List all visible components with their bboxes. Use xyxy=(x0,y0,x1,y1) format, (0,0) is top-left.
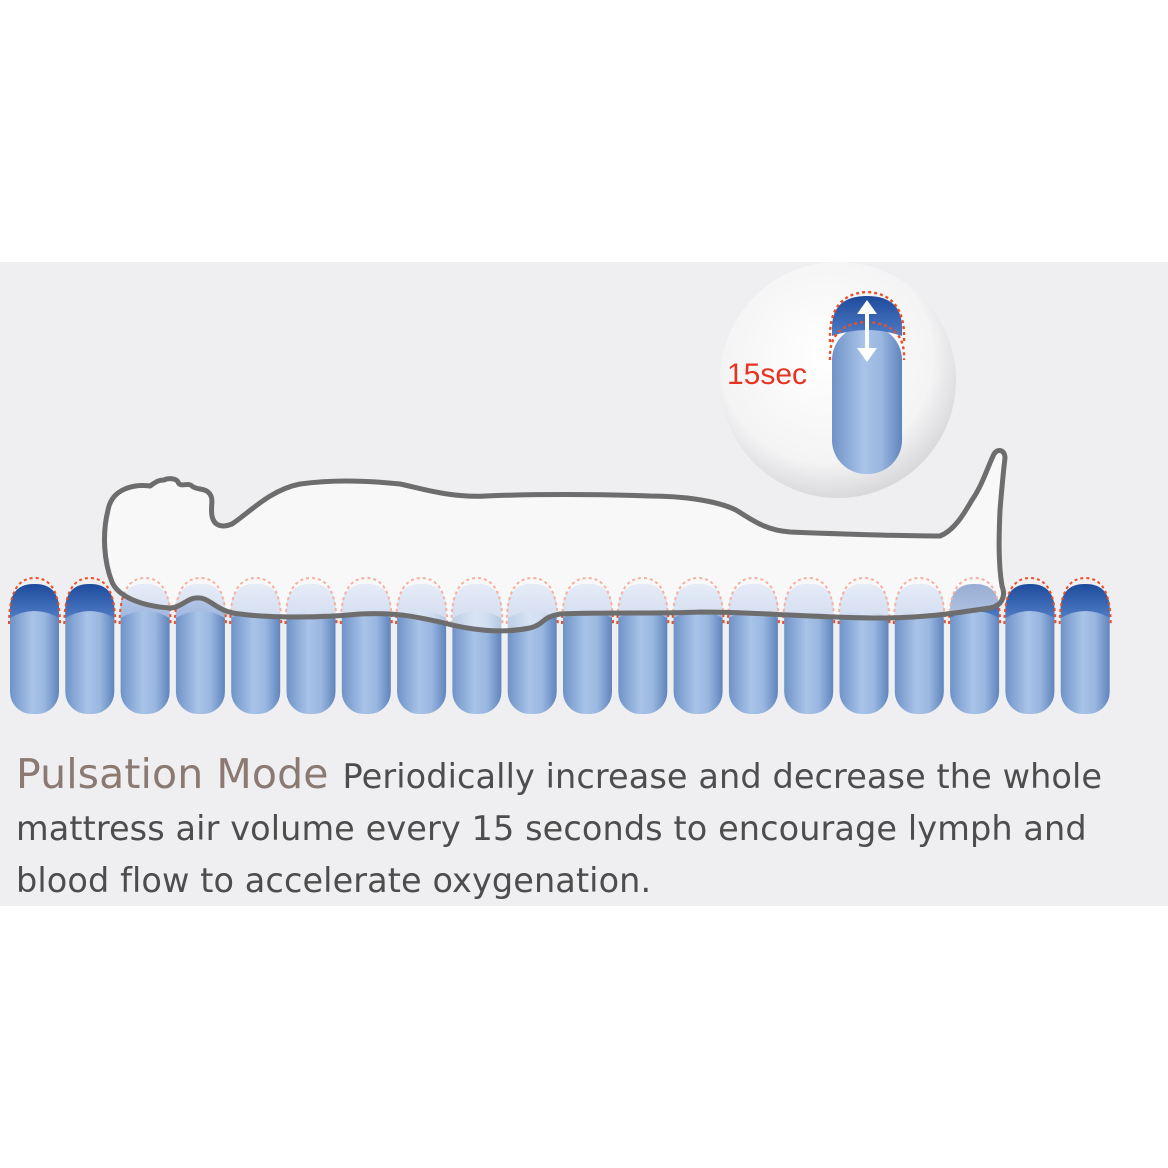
air-cell xyxy=(8,576,61,714)
human-body-outline xyxy=(102,448,1008,634)
air-cell xyxy=(1003,576,1057,714)
air-cell xyxy=(1058,576,1112,714)
timer-label: 15sec xyxy=(727,358,807,391)
description-line-1: Periodically increase and decrease the w… xyxy=(342,757,1103,796)
air-cell xyxy=(63,576,117,714)
description-line-2: mattress air volume every 15 seconds to … xyxy=(16,809,1087,848)
pulsation-diagram: 15sec xyxy=(8,262,1112,714)
double-arrow-icon xyxy=(857,300,877,362)
description-line-3: blood flow to accelerate oxygenation. xyxy=(16,861,652,900)
timer-badge: 15sec xyxy=(720,262,956,498)
mode-title: Pulsation Mode xyxy=(16,750,329,798)
mode-description: Pulsation Mode Periodically increase and … xyxy=(16,748,1161,907)
